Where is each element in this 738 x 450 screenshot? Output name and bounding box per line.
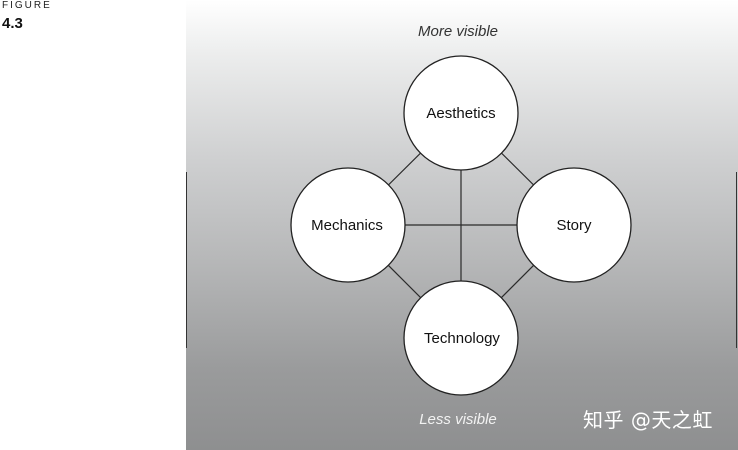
figure-label: FIGURE xyxy=(2,0,52,11)
node-story: Story xyxy=(516,167,632,283)
top-caption: More visible xyxy=(418,23,498,40)
bottom-caption: Less visible xyxy=(419,411,497,428)
node-story-label: Story xyxy=(556,217,592,234)
right-edge-line xyxy=(736,172,737,348)
node-aesthetics-circle xyxy=(403,55,519,171)
node-technology: Technology xyxy=(403,280,519,396)
node-mechanics-circle xyxy=(290,167,406,283)
node-mechanics: Mechanics xyxy=(290,167,406,283)
watermark-text: 知乎 @天之虹 xyxy=(583,408,713,432)
node-story-circle xyxy=(516,167,632,283)
node-mechanics-label: Mechanics xyxy=(311,217,383,234)
node-technology-circle xyxy=(403,280,519,396)
node-aesthetics: Aesthetics xyxy=(403,55,519,171)
node-technology-label: Technology xyxy=(424,330,500,347)
figure-number: 4.3 xyxy=(2,15,23,32)
node-aesthetics-label: Aesthetics xyxy=(426,105,495,122)
left-edge-line xyxy=(186,172,187,348)
